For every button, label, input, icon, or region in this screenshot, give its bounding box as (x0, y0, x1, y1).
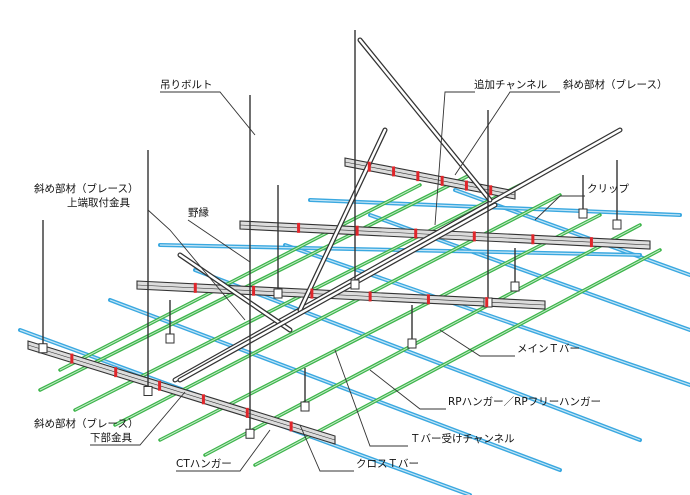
ct-hanger (38, 343, 48, 354)
cross-t-bar-highlight (39, 174, 471, 391)
ct-hanger (245, 428, 255, 439)
clip (416, 171, 420, 182)
label-main-t-bar: メインＴバー (517, 343, 580, 355)
leader-line (334, 349, 408, 447)
main-t-bar-highlight (194, 269, 641, 441)
ct-hanger (510, 281, 520, 292)
label-furring: 野縁 (188, 207, 209, 219)
leader-line (176, 429, 271, 472)
brace-inner (173, 128, 622, 382)
brace-inner (298, 128, 387, 312)
clip-layer (70, 161, 593, 432)
ct-hanger (578, 208, 588, 219)
clip (464, 180, 468, 191)
clip (70, 353, 74, 364)
clip (392, 166, 396, 177)
label-cross-t-bar: クロスＴバー (356, 458, 419, 470)
clip (589, 237, 593, 248)
label-brace-top: 斜め部材（ブレース） (563, 79, 668, 91)
main-t-bar-highlight (159, 244, 641, 256)
clip (531, 234, 535, 245)
ct-hanger (612, 219, 622, 230)
clip (355, 225, 359, 236)
label-rp-hanger: RPハンガー／RPフリーハンガー (448, 396, 602, 408)
leader-line (160, 91, 256, 136)
channel-edge (27, 344, 336, 441)
leader-line (187, 219, 251, 263)
cross-t-bar-highlight (74, 184, 521, 411)
label-added-channel: 追加チャンネル (474, 79, 548, 91)
ct-hanger (407, 338, 417, 349)
cross-t-bar-highlight (159, 214, 601, 441)
channel-edge (136, 284, 546, 306)
leader-line-layer (90, 91, 585, 472)
clip (297, 222, 301, 233)
clip (289, 421, 293, 432)
leader-line (534, 195, 585, 221)
label-ct-hanger: CTハンガー (176, 458, 232, 470)
cross-t-bar-highlight (204, 224, 641, 456)
clip (489, 185, 493, 196)
leader-line (434, 91, 475, 226)
leader-line (439, 329, 515, 357)
ct-hanger (300, 401, 310, 412)
brace-inner (358, 38, 492, 202)
leader-line (454, 91, 560, 176)
clip (114, 367, 118, 378)
clip (158, 380, 162, 391)
cross-t-bar-highlight (254, 249, 661, 466)
cross-t-bar-highlight (59, 184, 421, 371)
label-brace-upper-1: 斜め部材（ブレース） (34, 183, 139, 195)
label-brace-upper-2: 上端取付金具 (67, 197, 130, 209)
ct-hanger (165, 333, 175, 344)
clip (252, 285, 256, 296)
clip (193, 282, 197, 293)
clip (414, 228, 418, 239)
channel-layer (27, 157, 651, 445)
channel-edge (344, 161, 516, 196)
clip (368, 291, 372, 302)
clip (472, 231, 476, 242)
clip (245, 407, 249, 418)
brace-inner (178, 203, 497, 382)
clip (310, 288, 314, 299)
label-brace-lower-1: 斜め部材（ブレース） (34, 418, 139, 430)
clip (485, 297, 489, 308)
brace-layer (172, 37, 623, 383)
leader-line (299, 424, 354, 472)
clip (201, 394, 205, 405)
clip (426, 294, 430, 305)
label-clip: クリップ (587, 183, 629, 195)
leader-line (90, 391, 186, 446)
leader-line (147, 209, 246, 321)
clip (440, 175, 444, 186)
label-hanger-bolt: 吊りボルト (160, 79, 213, 91)
ct-hanger (350, 279, 360, 290)
label-brace-lower-2: 下部金具 (90, 432, 132, 444)
leader-line (369, 369, 446, 410)
label-t-bar-channel: Ｔバー受けチャンネル (410, 433, 515, 445)
hanger-bolt-layer (38, 30, 622, 439)
ct-hanger (273, 288, 283, 299)
clip (367, 161, 371, 172)
ct-hanger (143, 386, 153, 396)
brace-inner (178, 253, 292, 332)
